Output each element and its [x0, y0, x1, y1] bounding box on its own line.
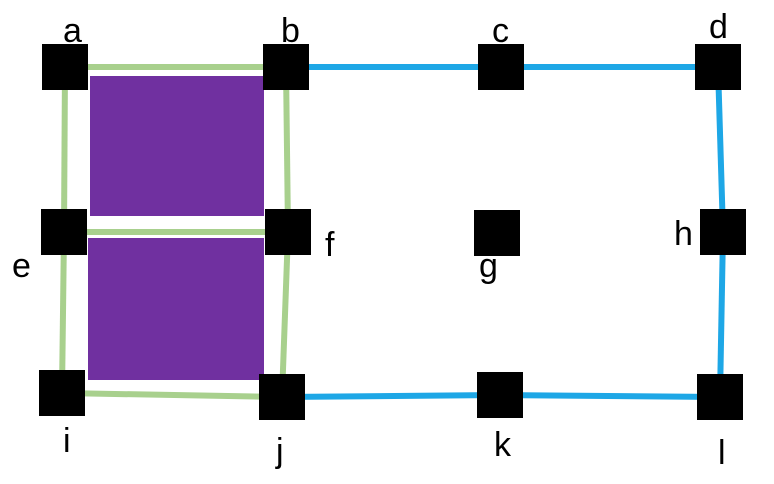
filled-region-efji	[88, 238, 264, 380]
node-label-b: b	[281, 12, 300, 50]
node-label-j: j	[275, 432, 284, 470]
node-b	[263, 44, 309, 90]
edge-k-l	[499, 392, 721, 400]
nodes	[39, 44, 746, 420]
node-h	[700, 209, 746, 255]
edge-a-e	[61, 66, 68, 233]
node-label-d: d	[709, 8, 728, 46]
node-label-i: i	[63, 422, 71, 460]
edge-d-h	[715, 66, 726, 233]
node-g	[474, 210, 520, 256]
node-l	[697, 374, 743, 420]
node-labels: a b c d e f g h i j k l	[12, 8, 728, 472]
node-label-k: k	[494, 426, 512, 464]
edge-h-l	[717, 231, 726, 398]
node-i	[39, 370, 85, 416]
filled-region-abfe	[90, 76, 264, 216]
edge-e-i	[59, 231, 67, 394]
edges	[59, 64, 726, 400]
node-label-a: a	[63, 12, 82, 50]
node-j	[259, 374, 305, 420]
node-a	[42, 44, 88, 90]
node-f	[265, 209, 311, 255]
node-label-g: g	[479, 247, 498, 285]
edge-j-k	[281, 392, 501, 400]
node-d	[695, 44, 741, 90]
node-k	[477, 372, 523, 418]
node-label-h: h	[674, 215, 693, 253]
node-label-f: f	[325, 226, 335, 264]
node-label-e: e	[12, 247, 31, 285]
edge-i-j	[61, 390, 283, 400]
node-e	[41, 209, 87, 255]
edge-b-f	[283, 66, 291, 233]
node-label-c: c	[492, 12, 509, 50]
node-c	[478, 44, 524, 90]
node-label-l: l	[718, 434, 726, 472]
edge-f-j	[279, 231, 291, 398]
